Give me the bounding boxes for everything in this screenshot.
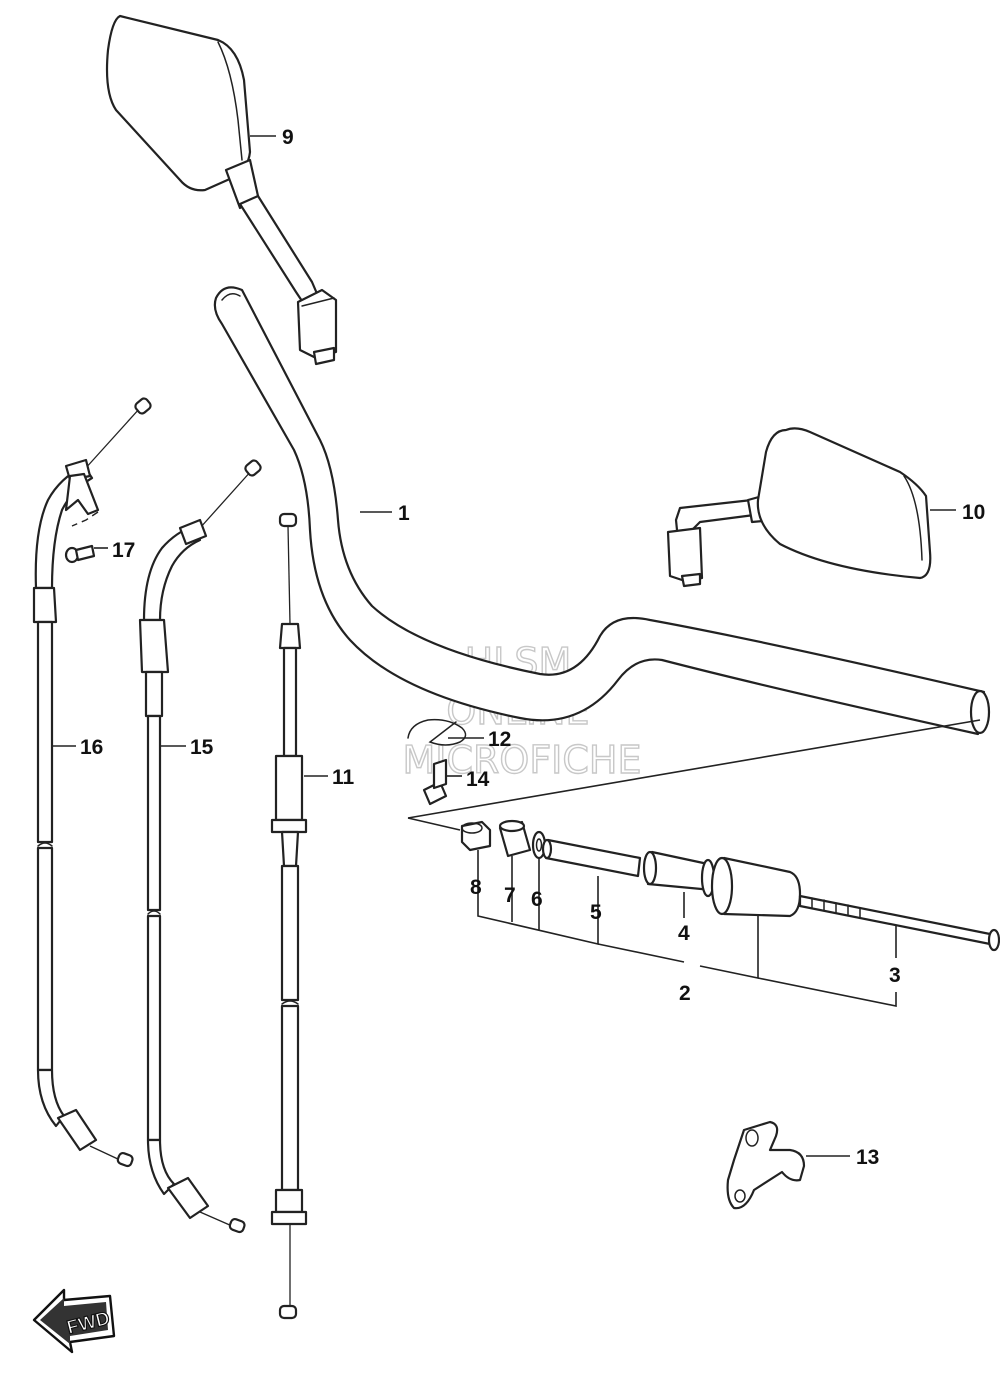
callout-10: 10: [962, 501, 985, 524]
callout-11: 11: [332, 766, 355, 789]
callout-12: 12: [488, 728, 511, 751]
right-mirror-part-10: [666, 427, 932, 588]
bar-end-weight: [710, 856, 802, 918]
bracket-part-13: [726, 1120, 806, 1210]
handlebar-part-1: [213, 286, 991, 736]
callout-13: 13: [856, 1146, 879, 1169]
callout-17: 17: [112, 539, 135, 562]
sleeve-part-5: [541, 838, 642, 878]
spacer-part-7: [498, 819, 532, 858]
clutch-cable-part-11: [270, 512, 308, 1320]
callout-5: 5: [590, 901, 602, 924]
callout-4: 4: [678, 922, 690, 945]
callout-14: 14: [466, 768, 490, 791]
throttle-cable-part-15: [138, 459, 262, 1234]
callout-3: 3: [889, 964, 901, 987]
nut-part-8: [460, 820, 492, 852]
callout-16: 16: [80, 736, 103, 759]
callout-15: 15: [190, 736, 214, 759]
assembly-guide-line-lower: [407, 817, 461, 831]
bracket-line-2: [477, 850, 599, 946]
callout-7: 7: [504, 884, 516, 907]
callout-6: 6: [531, 888, 543, 911]
screw-part-17: [64, 544, 96, 564]
clip-part-12: [407, 718, 467, 746]
assembly-guide-line-upper: [407, 719, 981, 819]
bar-end-assembly: [407, 719, 1000, 952]
damper-part-4: [642, 850, 716, 898]
left-mirror-part-9: [105, 14, 338, 366]
callout-2: 2: [679, 982, 691, 1005]
throttle-cable-part-16: [32, 397, 152, 1168]
callout-8: 8: [470, 876, 482, 899]
callout-9: 9: [282, 126, 294, 149]
callout-labels: 9 1 10 17 16 15 11 12 14 8 7 6 5 4 2 3 1…: [80, 126, 985, 1169]
callout-1: 1: [398, 502, 410, 525]
leader-lines: [52, 135, 956, 1157]
forward-direction-arrow: FWD: [32, 1288, 116, 1354]
bolt-part-14: [422, 758, 448, 806]
screw-part-3: [798, 894, 1000, 952]
